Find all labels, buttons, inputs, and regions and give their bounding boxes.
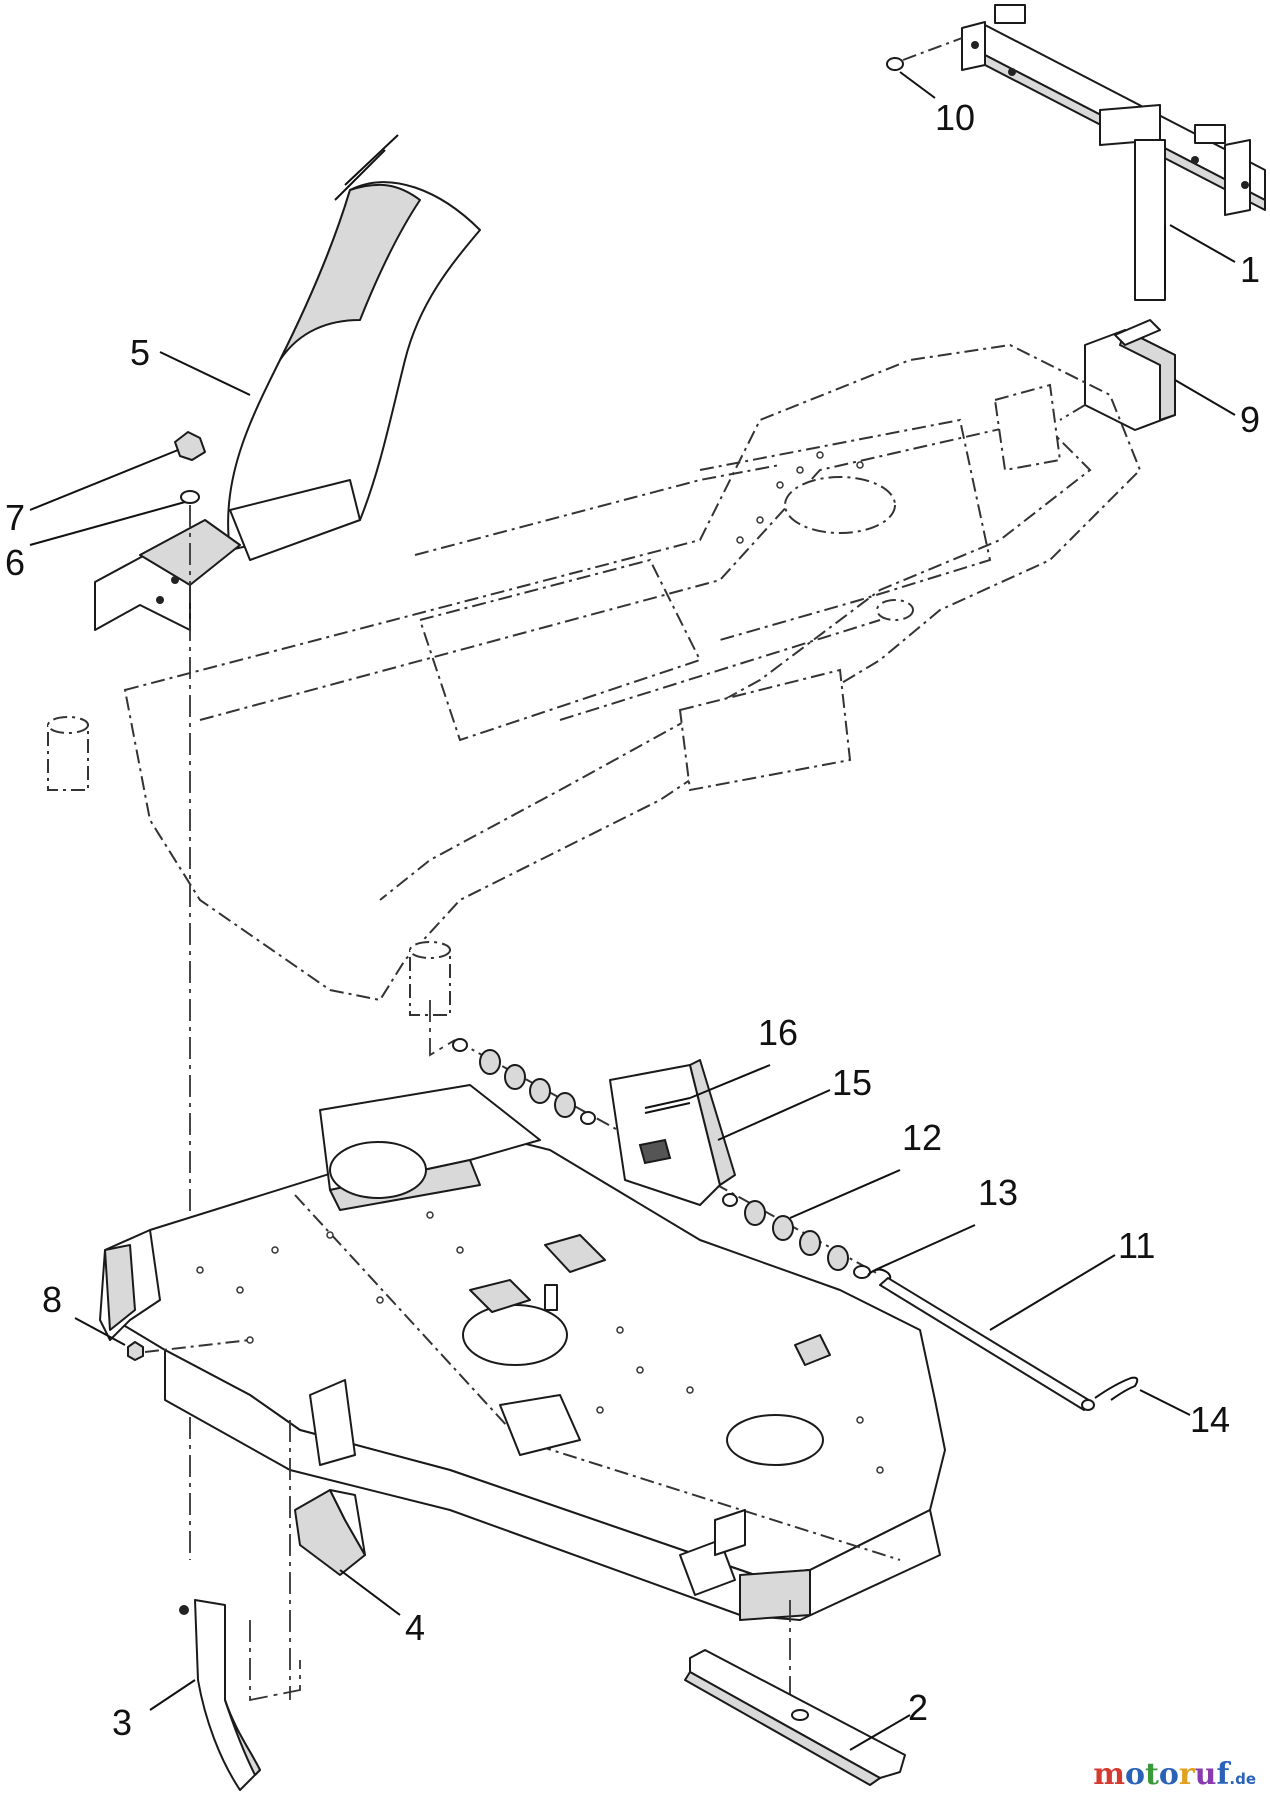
callout-11: 11 <box>1118 1225 1155 1266</box>
watermark-letter-f: f <box>1216 1757 1230 1792</box>
watermark-suffix: .de <box>1229 1770 1256 1788</box>
part-12-spacers <box>722 1193 849 1271</box>
mower-deck <box>99 1084 946 1621</box>
callout-14: 14 <box>1190 1399 1230 1440</box>
watermark-letter-m: m <box>1093 1757 1125 1792</box>
watermark-letter-r: r <box>1178 1757 1195 1792</box>
part-2-blade <box>684 1649 906 1786</box>
callout-8: 8 <box>42 1279 62 1320</box>
part-3-deflector <box>179 1599 261 1791</box>
callout-15: 15 <box>832 1062 872 1103</box>
callout-12: 12 <box>902 1117 942 1158</box>
callout-3: 3 <box>112 1702 132 1743</box>
part-1-mount-bar <box>961 4 1266 301</box>
motoruf-watermark: motoruf.de <box>1093 1757 1256 1792</box>
part-14-clip <box>1094 1376 1139 1401</box>
callout-13: 13 <box>978 1172 1018 1213</box>
callout-10: 10 <box>935 97 975 138</box>
part-11-rod <box>879 1277 1095 1411</box>
part-15-plate <box>609 1059 736 1206</box>
callout-5: 5 <box>130 332 150 373</box>
part-10-ring <box>886 37 963 71</box>
callout-leaders <box>29 71 1236 1751</box>
part-7-knob <box>174 431 206 461</box>
watermark-letter-o: o <box>1124 1757 1145 1792</box>
callout-4: 4 <box>405 1607 425 1648</box>
part-16-decal <box>644 1097 691 1114</box>
watermark-letter-t: t <box>1144 1757 1159 1792</box>
part-9-bracket <box>1059 319 1176 431</box>
chute-mount-bracket <box>94 519 241 631</box>
callout-16: 16 <box>758 1012 798 1053</box>
callout-7: 7 <box>5 497 25 538</box>
callout-labels: 1 2 3 4 5 6 7 8 9 10 11 12 13 14 15 16 <box>5 97 1260 1743</box>
part-4-baffle <box>294 1489 366 1576</box>
callout-1: 1 <box>1240 249 1260 290</box>
watermark-letter-o2: o <box>1158 1757 1179 1792</box>
callout-9: 9 <box>1240 399 1260 440</box>
callout-2: 2 <box>908 1687 928 1728</box>
tractor-frame <box>47 343 1142 1016</box>
spacer-stack-upper <box>452 1038 881 1276</box>
part-6-washer <box>180 490 200 504</box>
watermark-letter-u: u <box>1194 1757 1217 1792</box>
part-8-nut <box>127 1339 251 1361</box>
callout-6: 6 <box>5 542 25 583</box>
part-5-discharge-chute <box>227 134 481 561</box>
